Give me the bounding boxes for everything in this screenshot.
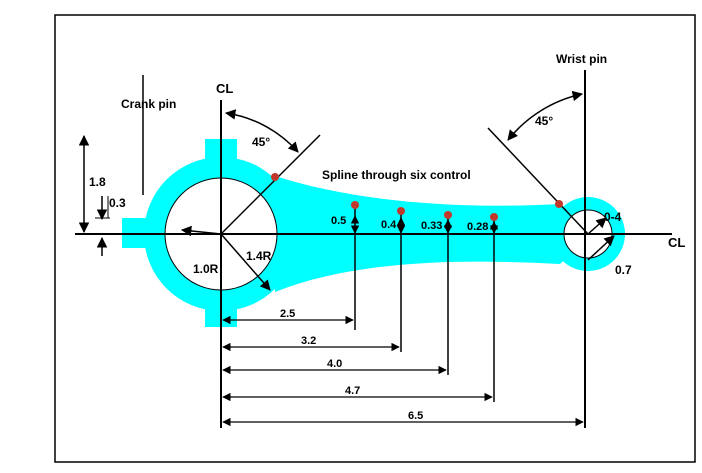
inner-radius-arrow (180, 225, 222, 237)
wrist-outer-arrow (587, 235, 615, 261)
crank-offset-label: 0.3 (109, 196, 126, 210)
spline-height-label: 0.33 (421, 220, 442, 232)
control-point (271, 173, 279, 181)
angle-label-left: 45° (252, 135, 270, 149)
control-point (351, 201, 359, 209)
station-label: 4.0 (327, 358, 342, 370)
angle-arc-left (224, 109, 299, 153)
outer-radius-label: 1.4R (246, 249, 272, 263)
wrist-pin-label: Wrist pin (556, 52, 607, 66)
station-label: 4.7 (345, 385, 360, 397)
spline-height-arrows (350, 215, 499, 234)
angle-line-left (220, 134, 321, 235)
angle-arc-right (507, 90, 584, 141)
outer-radius-arrow (220, 233, 271, 291)
angle-label-right: 45° (535, 114, 553, 128)
wrist-inner-arrow (587, 217, 607, 235)
centerline-label-right: CL (668, 235, 685, 250)
wrist-inner-label: 0-4 (604, 210, 622, 224)
spline-note: Spline through six control (322, 168, 471, 182)
station-label: 2.5 (280, 308, 295, 320)
centerline-label-left: CL (216, 81, 233, 96)
control-point (444, 211, 452, 219)
wrist-outer-label: 0.7 (615, 263, 632, 277)
angle-line-right (487, 127, 589, 235)
crank-height-label: 1.8 (89, 175, 106, 189)
control-point (490, 213, 498, 221)
station-dims (222, 315, 584, 427)
diagram-frame (54, 14, 696, 463)
spline-control-points (271, 173, 563, 221)
spline-height-label: 0.5 (331, 215, 346, 227)
crank-pin-label: Crank pin (121, 97, 176, 111)
inner-radius-label: 1.0R (193, 262, 219, 276)
control-point (555, 200, 563, 208)
spline-height-label: 0.28 (467, 221, 488, 233)
station-label: 3.2 (301, 335, 316, 347)
control-point (397, 207, 405, 215)
station-label: 6.5 (408, 410, 423, 422)
spline-height-label: 0.4 (381, 219, 397, 231)
